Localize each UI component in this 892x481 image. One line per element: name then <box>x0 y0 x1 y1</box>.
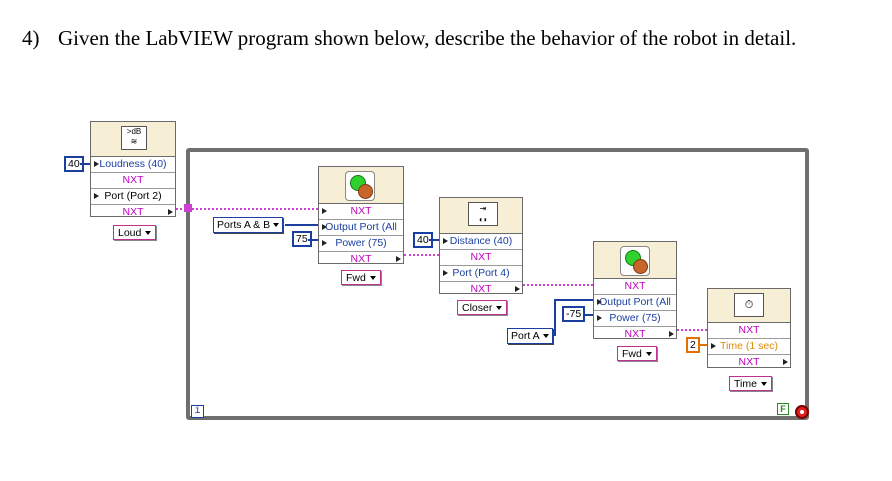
chevron-down-icon <box>542 334 549 339</box>
motor-block-2[interactable]: NXT Output Port (All Power (75) NXT <box>593 241 677 342</box>
while-loop[interactable] <box>186 148 809 420</box>
wait-nxt-in-row[interactable]: NXT <box>708 323 790 339</box>
ultrasonic-sensor-block[interactable]: ⇥◖◗ Distance (40) NXT Port (Port 4) NXT <box>439 197 523 297</box>
sound-sensor-icon: >dB≋ <box>121 126 147 150</box>
ultrasonic-port-row[interactable]: Port (Port 4) <box>440 266 522 282</box>
motor-icon <box>620 246 650 276</box>
motor-2-mode-selector[interactable]: Fwd <box>617 346 657 361</box>
nxt-wire-2 <box>404 254 439 256</box>
sound-nxt-in-row[interactable]: NXT <box>91 173 175 189</box>
wait-nxt-out-row[interactable]: NXT <box>708 355 790 370</box>
wait-mode-selector[interactable]: Time <box>729 376 772 391</box>
sound-sensor-icon-area: >dB≋ <box>91 122 175 157</box>
motor-icon <box>345 171 375 201</box>
motor-2-port-row[interactable]: Output Port (All <box>594 295 676 311</box>
motor-1-port-row[interactable]: Output Port (All <box>319 220 403 236</box>
motor-2-nxt-in-row[interactable]: NXT <box>594 279 676 295</box>
chevron-down-icon <box>496 306 503 311</box>
ultrasonic-distance-row[interactable]: Distance (40) <box>440 234 522 250</box>
distance-wire <box>429 239 439 241</box>
motor-2-nxt-out-row[interactable]: NXT <box>594 327 676 342</box>
loop-condition-terminal: F <box>777 403 789 415</box>
question-body: Given the LabVIEW program shown below, d… <box>58 26 797 50</box>
motor-block-1[interactable]: NXT Output Port (All Power (75) NXT <box>318 166 404 267</box>
ultrasonic-icon-area: ⇥◖◗ <box>440 198 522 234</box>
question-number: 4) <box>22 26 40 50</box>
wait-time-row[interactable]: Time (1 sec) <box>708 339 790 355</box>
chevron-down-icon <box>645 352 652 357</box>
port-wire-2-vertical <box>554 299 556 336</box>
sound-sensor-block[interactable]: >dB≋ Loudness (40) NXT Port (Port 2) NXT <box>90 121 176 220</box>
stop-button-icon[interactable] <box>795 405 809 419</box>
sound-nxt-out-row[interactable]: NXT <box>91 205 175 220</box>
motor-1-mode-selector[interactable]: Fwd <box>341 270 381 285</box>
question-text: 4) Given the LabVIEW program shown below,… <box>22 26 796 51</box>
ultrasonic-sensor-icon: ⇥◖◗ <box>468 202 498 226</box>
wait-icon-area: ⏱ <box>708 289 790 323</box>
motor-2-power-row[interactable]: Power (75) <box>594 311 676 327</box>
loudness-wire <box>80 163 90 165</box>
loop-tunnel <box>184 204 192 212</box>
motor-2-icon-area <box>594 242 676 279</box>
ultrasonic-nxt-in-row[interactable]: NXT <box>440 250 522 266</box>
motor-1-power-row[interactable]: Power (75) <box>319 236 403 252</box>
sound-mode-selector[interactable]: Loud <box>113 225 157 240</box>
motor-1-nxt-out-row[interactable]: NXT <box>319 252 403 267</box>
nxt-wire-4 <box>677 329 707 331</box>
power-wire-2 <box>583 314 593 316</box>
port-a-selector[interactable]: Port A <box>507 328 553 344</box>
stopwatch-icon: ⏱ <box>734 293 764 317</box>
motor-1-icon-area <box>319 167 403 204</box>
nxt-wire-1 <box>176 208 318 210</box>
ports-ab-selector[interactable]: Ports A & B <box>213 217 284 233</box>
power-wire-1 <box>308 239 318 241</box>
chevron-down-icon <box>273 223 280 228</box>
sound-port-row[interactable]: Port (Port 2) <box>91 189 175 205</box>
sound-loudness-row[interactable]: Loudness (40) <box>91 157 175 173</box>
chevron-down-icon <box>145 231 152 236</box>
port-wire-1 <box>285 224 318 226</box>
iteration-terminal: i <box>191 405 204 418</box>
wait-block[interactable]: ⏱ NXT Time (1 sec) NXT <box>707 288 791 368</box>
motor-1-nxt-in-row[interactable]: NXT <box>319 204 403 220</box>
nxt-wire-3 <box>523 284 593 286</box>
chevron-down-icon <box>369 276 376 281</box>
time-wire <box>698 344 707 346</box>
ultrasonic-mode-selector[interactable]: Closer <box>457 300 508 315</box>
power-constant-2[interactable]: -75 <box>562 306 586 322</box>
ultrasonic-nxt-out-row[interactable]: NXT <box>440 282 522 297</box>
port-wire-2 <box>556 299 593 301</box>
chevron-down-icon <box>760 382 767 387</box>
